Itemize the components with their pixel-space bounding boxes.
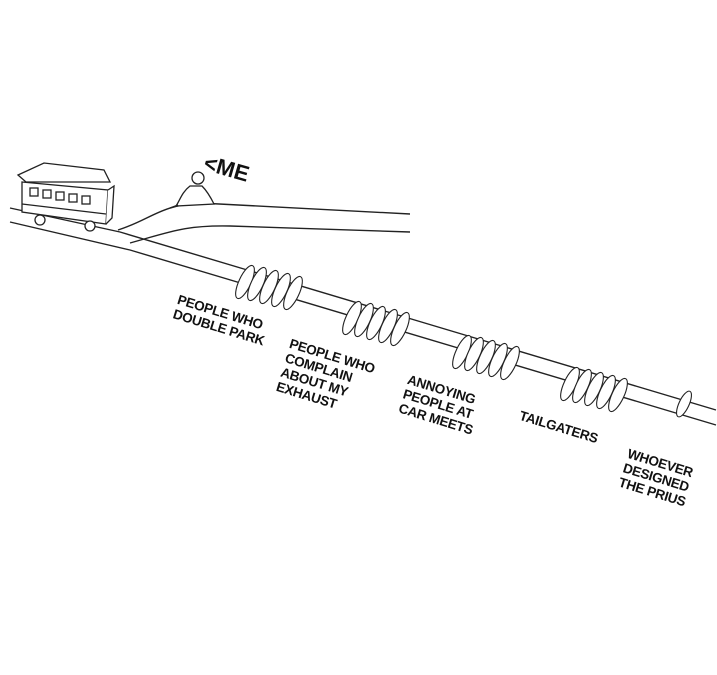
tied-single-person <box>675 390 693 418</box>
person-at-lever-icon <box>169 171 216 209</box>
tied-people-group-3 <box>452 334 520 381</box>
tied-people-group-4 <box>560 366 628 413</box>
trolley-icon <box>16 162 115 232</box>
upper-track <box>117 202 411 244</box>
tied-people-group-1 <box>235 264 303 311</box>
tied-people-group-2 <box>342 300 410 347</box>
